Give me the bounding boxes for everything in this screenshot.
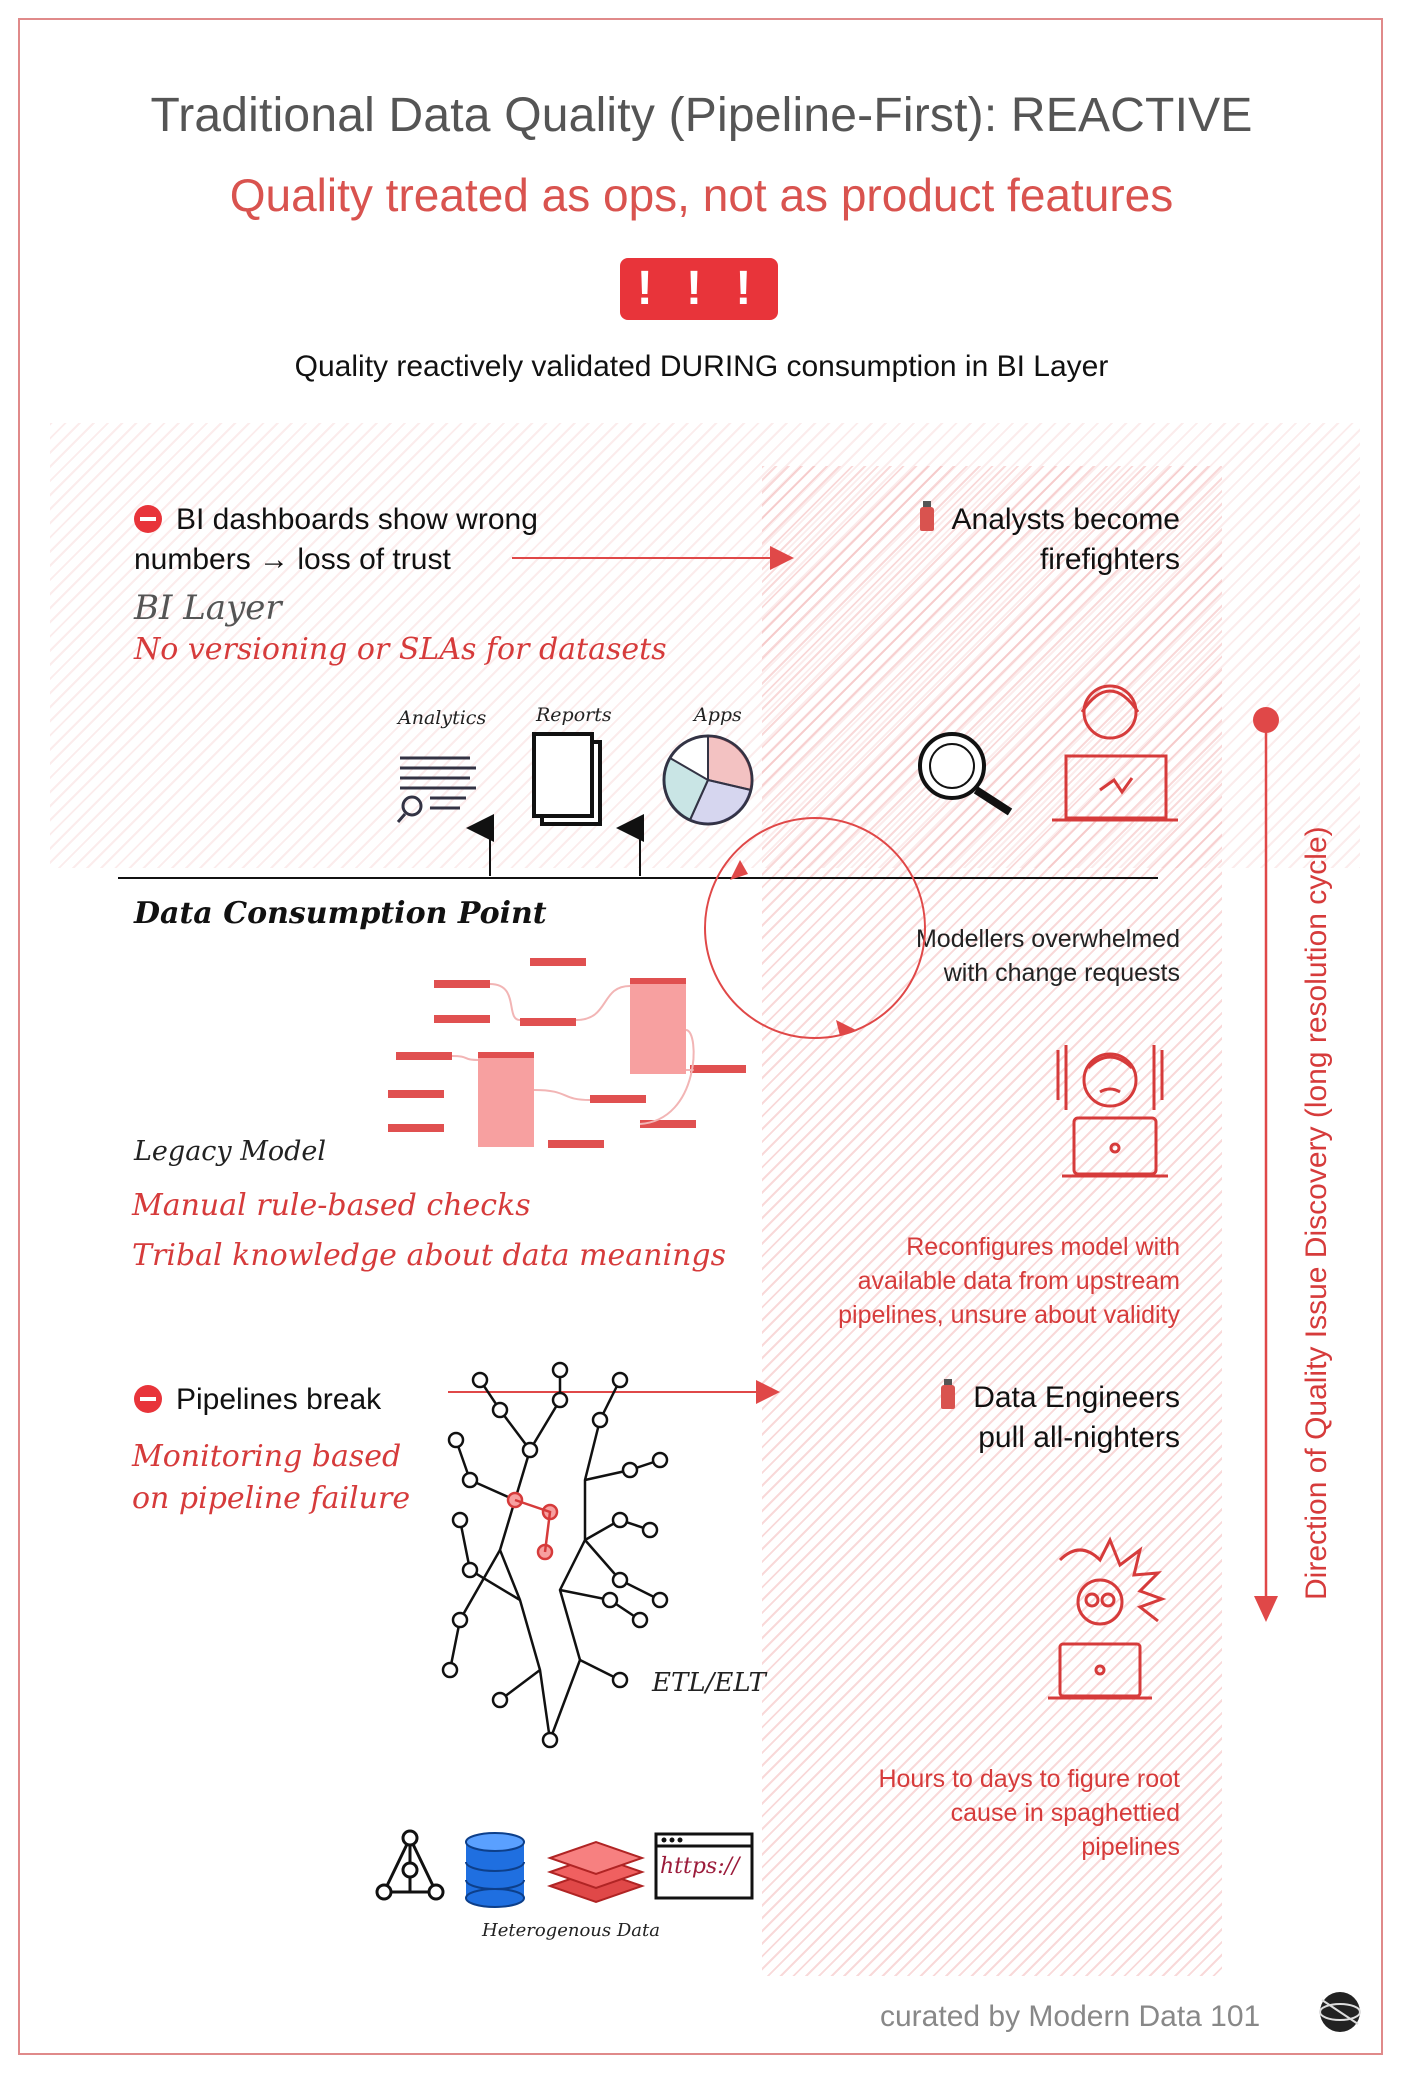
fire-extinguisher-icon: [941, 1379, 956, 1409]
layers-stack-icon: [546, 1840, 646, 1904]
alert-badge: ! ! !: [620, 258, 778, 320]
consumption-point-label: Data Consumption Point: [134, 896, 547, 931]
model-consequence: Reconfigures model with available data f…: [760, 1230, 1180, 1332]
page-title: Traditional Data Quality (Pipeline-First…: [150, 89, 1253, 142]
graph-network-icon: [375, 1829, 445, 1901]
legacy-model-diagram: [388, 958, 746, 1148]
pipelines-outcome-line2: pull all-nighters: [978, 1421, 1180, 1454]
pipelines-consequence-line3: pipelines: [1081, 1833, 1180, 1861]
bi-outcome-line1: Analysts become: [951, 503, 1180, 536]
etl-label: ETL/ELT: [652, 1668, 766, 1698]
database-icon: [465, 1832, 525, 1908]
model-consequence-line3: pipelines, unsure about validity: [838, 1301, 1180, 1329]
bi-problem-line2: numbers → loss of trust: [134, 543, 451, 576]
pipelines-consequence: Hours to days to figure root cause in sp…: [780, 1762, 1180, 1864]
bi-outcome-line2: firefighters: [1039, 543, 1180, 576]
model-consequence-line1: Reconfigures model with: [906, 1233, 1180, 1261]
cycle-loop: [704, 817, 926, 1039]
magnifier-icon: [918, 732, 1013, 816]
model-consequence-line2: available data from upstream: [857, 1267, 1180, 1295]
bi-problem: BI dashboards show wrong numbers → loss …: [134, 500, 538, 580]
bi-layer-label: BI Layer: [134, 588, 282, 628]
pie-chart-icon: [662, 734, 754, 826]
fire-extinguisher-icon: [919, 501, 934, 531]
modern-data-logo-icon: [1319, 1992, 1361, 2032]
model-note-2: Tribal knowledge about data meanings: [132, 1238, 727, 1273]
page-subtitle: Quality treated as ops, not as product f…: [229, 169, 1174, 221]
sources-label: Heterogenous Data: [482, 1920, 660, 1941]
cycle-arrowhead: [836, 1020, 856, 1036]
pipelines-outcome-line1: Data Engineers: [973, 1381, 1180, 1414]
analytics-icon-label: Analytics: [398, 707, 487, 729]
bi-outcome: Analysts become firefighters: [860, 500, 1180, 580]
reports-icon-label: Reports: [536, 704, 612, 726]
impact-column-band: [762, 466, 1222, 1976]
browser-url-text: https://: [660, 1854, 740, 1879]
page-frame: [18, 18, 1383, 2055]
tagline: Quality reactively validated DURING cons…: [294, 350, 1109, 383]
analytics-icon: [396, 756, 476, 823]
pipelines-consequence-line2: cause in spaghettied: [950, 1799, 1180, 1827]
pipelines-consequence-line1: Hours to days to figure root: [878, 1765, 1180, 1793]
model-outcome-line2: with change requests: [943, 959, 1180, 987]
apps-icon-label: Apps: [694, 704, 742, 726]
no-entry-icon: [134, 1385, 162, 1413]
etl-pipeline-tree: [441, 1361, 669, 1749]
bi-problem-line1: BI dashboards show wrong: [176, 503, 538, 536]
no-entry-icon: [134, 505, 162, 533]
pipelines-note-line2: on pipeline failure: [132, 1481, 411, 1516]
stressed-analyst-icon: [1052, 684, 1178, 822]
reports-icon: [532, 732, 602, 826]
cycle-arrowhead: [730, 860, 748, 880]
direction-arrowhead: [1254, 1596, 1278, 1622]
model-note-1: Manual rule-based checks: [132, 1188, 531, 1223]
legacy-model-label: Legacy Model: [134, 1136, 327, 1167]
exploding-engineer-icon: [1048, 1536, 1167, 1700]
browser-window-icon: [654, 1832, 754, 1900]
model-outcome-line1: Modellers overwhelmed: [915, 925, 1180, 953]
pipelines-outcome: Data Engineers pull all-nighters: [860, 1378, 1180, 1458]
model-outcome: Modellers overwhelmed with change reques…: [800, 922, 1180, 990]
pipelines-note: Monitoring based on pipeline failure: [132, 1436, 410, 1520]
footer-credit: curated by Modern Data 101: [880, 2000, 1261, 2033]
pipelines-note-line1: Monitoring based: [132, 1439, 402, 1474]
pipelines-problem-text: Pipelines break: [176, 1383, 382, 1416]
overwhelmed-modeller-icon: [1056, 1045, 1168, 1178]
pipelines-problem: Pipelines break: [134, 1380, 381, 1420]
bi-note: No versioning or SLAs for datasets: [134, 632, 667, 667]
